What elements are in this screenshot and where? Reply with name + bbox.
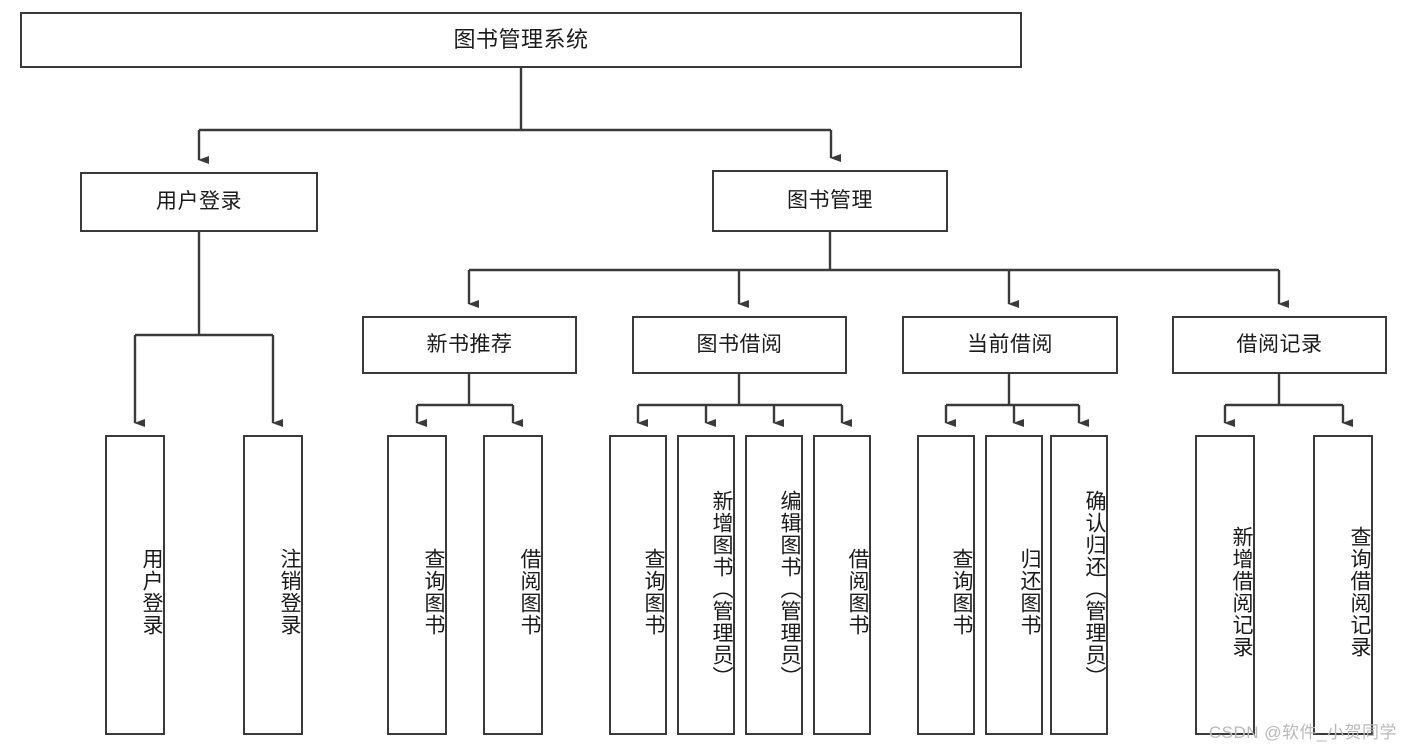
leaf-query-book-recommend[interactable]: 查询图书 <box>387 435 447 735</box>
leaf-query-book-borrow-label: 查询图书 <box>642 548 665 636</box>
node-root[interactable]: 图书管理系统 <box>20 12 1022 68</box>
leaf-edit-book-admin[interactable]: 编辑图书（管理员） <box>745 435 803 735</box>
leaf-return-book-label: 归还图书 <box>1018 548 1041 636</box>
leaf-query-book-current[interactable]: 查询图书 <box>917 435 975 735</box>
leaf-user-login-label: 用户登录 <box>140 548 163 636</box>
leaf-confirm-return-admin[interactable]: 确认归还（管理员） <box>1050 435 1108 735</box>
node-new-book-recommend-label: 新书推荐 <box>426 332 513 356</box>
leaf-add-book-admin-label: 新增图书（管理员） <box>710 490 733 688</box>
leaf-user-login[interactable]: 用户登录 <box>105 435 165 735</box>
leaf-borrow-book-recommend[interactable]: 借阅图书 <box>483 435 543 735</box>
node-user-login[interactable]: 用户登录 <box>80 172 318 232</box>
leaf-confirm-return-admin-label: 确认归还（管理员） <box>1083 490 1106 688</box>
node-book-borrow[interactable]: 图书借阅 <box>632 316 847 374</box>
node-current-borrow-label: 当前借阅 <box>967 332 1053 356</box>
node-book-borrow-label: 图书借阅 <box>696 332 783 356</box>
node-borrow-record[interactable]: 借阅记录 <box>1172 316 1387 374</box>
leaf-query-book-recommend-label: 查询图书 <box>422 548 445 636</box>
leaf-edit-book-admin-label: 编辑图书（管理员） <box>778 490 801 688</box>
leaf-borrow-book-label: 借阅图书 <box>846 548 869 636</box>
node-current-borrow[interactable]: 当前借阅 <box>902 316 1118 374</box>
watermark-text: CSDN @软件_小贺同学 <box>1208 723 1397 742</box>
node-book-management[interactable]: 图书管理 <box>712 170 948 232</box>
leaf-borrow-book[interactable]: 借阅图书 <box>813 435 871 735</box>
node-user-login-label: 用户登录 <box>156 189 242 213</box>
leaf-query-borrow-record-label: 查询借阅记录 <box>1348 526 1371 658</box>
leaf-add-borrow-record-label: 新增借阅记录 <box>1230 526 1253 658</box>
leaf-borrow-book-recommend-label: 借阅图书 <box>518 548 541 636</box>
node-new-book-recommend[interactable]: 新书推荐 <box>362 316 577 374</box>
node-root-label: 图书管理系统 <box>453 27 589 53</box>
leaf-query-borrow-record[interactable]: 查询借阅记录 <box>1313 435 1373 735</box>
leaf-add-borrow-record[interactable]: 新增借阅记录 <box>1195 435 1255 735</box>
leaf-add-book-admin[interactable]: 新增图书（管理员） <box>677 435 735 735</box>
leaf-query-book-current-label: 查询图书 <box>950 548 973 636</box>
leaf-user-logout-label: 注销登录 <box>278 548 301 636</box>
leaf-query-book-borrow[interactable]: 查询图书 <box>609 435 667 735</box>
node-book-management-label: 图书管理 <box>787 188 873 212</box>
leaf-return-book[interactable]: 归还图书 <box>985 435 1043 735</box>
node-borrow-record-label: 借阅记录 <box>1236 332 1323 356</box>
leaf-user-logout[interactable]: 注销登录 <box>243 435 303 735</box>
